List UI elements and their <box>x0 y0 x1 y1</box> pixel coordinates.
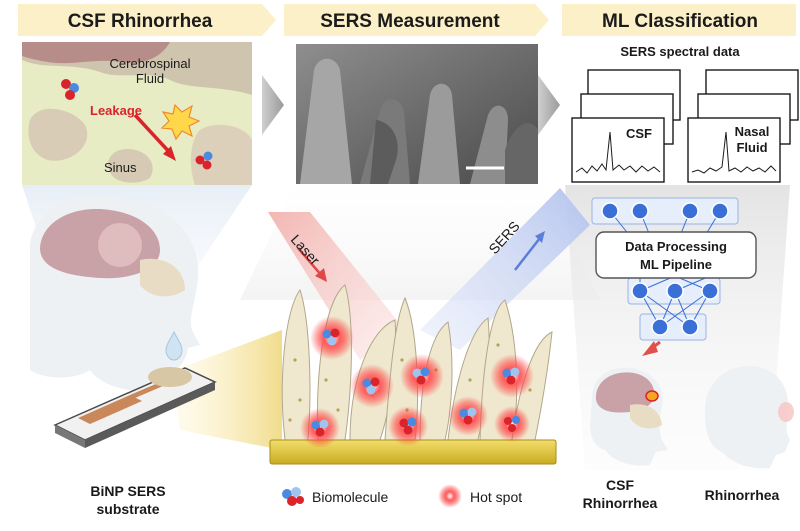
biomolecule-icon <box>61 79 79 100</box>
header-csf-banner: CSF Rhinorrhea <box>18 4 276 36</box>
neural-network: Data Processing ML Pipeline <box>591 197 757 341</box>
droplet-icon <box>165 330 183 361</box>
arrow-up-right-icon <box>535 231 545 243</box>
substrate-label-line2: substrate <box>96 501 159 517</box>
header-ml-banner: ML Classification <box>562 4 796 36</box>
patient-head-illustration <box>30 195 200 392</box>
legend-biomolecule: Biomolecule <box>312 489 388 505</box>
leakage-arrow <box>133 113 174 157</box>
pipeline-box <box>595 231 757 279</box>
rhinorrhea-head <box>704 366 794 469</box>
biomolecule-icon <box>399 417 417 435</box>
sers-beam <box>420 188 590 350</box>
arrow-down-left-icon <box>642 341 658 356</box>
biomolecule-icon <box>195 151 213 170</box>
legend-hotspot: Hot spot <box>470 489 522 505</box>
spectrum-line <box>575 131 661 174</box>
pipeline-line2: ML Pipeline <box>640 257 712 272</box>
csf-spectrum-label: CSF <box>626 126 652 141</box>
arrow-down-right-icon <box>315 268 327 282</box>
output-csf-line1: CSF <box>606 477 634 493</box>
legend: Biomolecule Hot spot <box>282 484 522 508</box>
hotspot-cluster <box>300 316 534 448</box>
sem-micrograph <box>296 44 538 184</box>
magnify-beam <box>170 330 282 450</box>
biomolecule-icon <box>362 377 380 395</box>
nasal-label-line1: Nasal <box>735 124 770 139</box>
output-csf-line2: Rhinorrhea <box>583 495 658 511</box>
biomolecule-group <box>311 328 520 437</box>
header-sers: SERS Measurement <box>320 11 500 32</box>
header-ml: ML Classification <box>602 11 758 32</box>
header-sers-banner: SERS Measurement <box>284 4 549 36</box>
spectral-data-title: SERS spectral data <box>620 44 740 59</box>
biomolecule-icon <box>459 407 477 425</box>
biomolecule-icon <box>322 328 340 346</box>
nasal-spectra-stack: Nasal Fluid <box>687 69 799 183</box>
chevron-right-icon <box>262 75 284 135</box>
hotspot-icon <box>438 484 462 508</box>
chevron-right-icon <box>538 75 560 135</box>
csf-spectra-stack: CSF <box>571 69 681 183</box>
laser-arrow <box>297 247 323 277</box>
biomolecule-icon <box>502 367 520 385</box>
nasal-label-line2: Fluid <box>736 140 767 155</box>
nose-highlight <box>778 402 794 422</box>
biomolecule-icon <box>412 367 430 385</box>
laser-beam <box>268 212 405 360</box>
rupture-burst-icon <box>160 103 201 141</box>
output-rhinorrhea: Rhinorrhea <box>705 487 780 503</box>
fluid-label-line2: Fluid <box>136 71 164 86</box>
substrate-label-line1: BiNP SERS <box>90 483 165 499</box>
sinus-label: Sinus <box>104 160 137 175</box>
substrate-chip <box>53 367 217 448</box>
csf-anatomy-panel: Cerebrospinal Fluid Leakage Sinus <box>22 42 252 185</box>
biomolecule-icon <box>311 419 329 437</box>
arrow-down-icon <box>163 146 176 161</box>
sers-arrow <box>514 237 541 271</box>
pipeline-line1: Data Processing <box>625 239 727 254</box>
spectrum-line <box>691 131 777 174</box>
leakage-label: Leakage <box>90 103 142 118</box>
header-csf: CSF Rhinorrhea <box>68 11 213 32</box>
biomolecule-icon <box>504 416 520 432</box>
fluid-label-line1: Cerebrospinal <box>110 56 191 71</box>
leak-site-marker <box>645 390 659 402</box>
network-nodes <box>601 202 729 336</box>
biomolecule-icon <box>282 487 304 506</box>
csf-rhinorrhea-head <box>590 367 668 466</box>
